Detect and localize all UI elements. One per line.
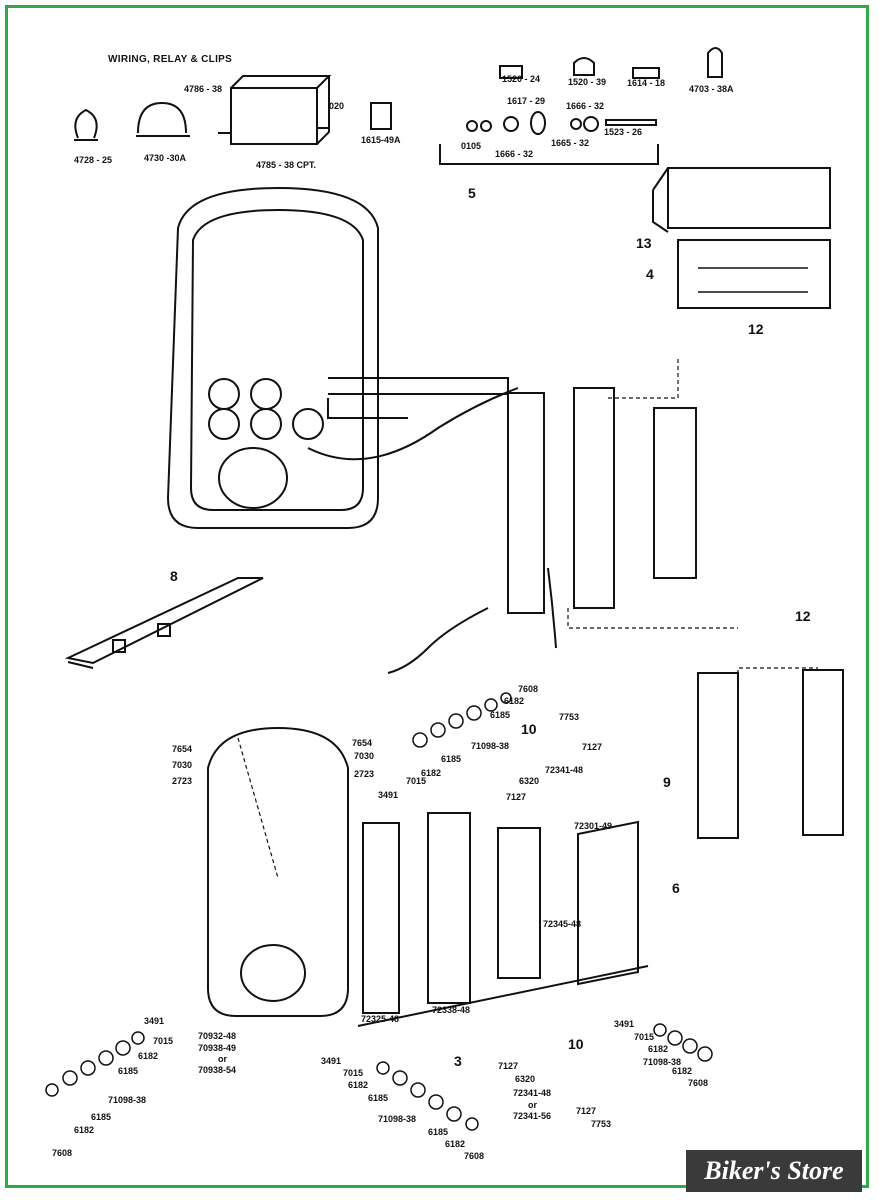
part-label: 6182 <box>421 768 442 778</box>
part-label: 1665 - 32 <box>551 138 590 148</box>
part-label: 7015 <box>634 1032 655 1042</box>
part-label: 1666 - 32 <box>495 149 534 159</box>
part-label: 6320 <box>515 1074 536 1084</box>
callout-number: 12 <box>795 608 811 624</box>
relay-icon <box>218 75 332 145</box>
part-label: 72345-48 <box>543 919 582 929</box>
callout-number: 5 <box>468 185 476 201</box>
part-label: 7654 <box>172 744 193 754</box>
part-label: 71098-38 <box>108 1095 147 1105</box>
part-label: 6182 <box>74 1125 95 1135</box>
part-label: 1617 - 29 <box>507 96 546 106</box>
part-label: 7608 <box>518 684 539 694</box>
brand-watermark: Biker's Store <box>686 1150 862 1192</box>
diagram-title: WIRING, RELAY & CLIPS <box>108 54 233 65</box>
part-label: 72338-48 <box>432 1005 471 1015</box>
part-label: 7030 <box>354 751 375 761</box>
part-label: 6185 <box>490 710 511 720</box>
part-label: 7127 <box>576 1106 597 1116</box>
part-label: 1615-49A <box>361 135 401 145</box>
lower-housing-icon <box>207 726 349 1017</box>
part-label: 1523 - 26 <box>604 127 643 137</box>
part-label: 70938-49 <box>198 1043 237 1053</box>
part-label: 6185 <box>118 1066 139 1076</box>
part-label: 7015 <box>153 1036 174 1046</box>
panel-housing-icon <box>166 186 379 529</box>
callout-number: 10 <box>521 721 537 737</box>
part-label: 72341-48 <box>545 765 584 775</box>
part-label: 4730 -30A <box>144 153 187 163</box>
callout-number: 6 <box>672 880 680 896</box>
exploded-parts-diagram <box>45 47 844 1131</box>
part-label: 6182 <box>445 1139 466 1149</box>
part-label: 3491 <box>378 790 399 800</box>
part-label: 72301-49 <box>574 821 613 831</box>
diagram-frame: WIRING, RELAY & CLIPS 4786 - 38 020 4785… <box>5 5 869 1188</box>
part-label: 4703 - 38A <box>689 84 734 94</box>
part-label: 2723 <box>354 769 375 779</box>
callout-number: 8 <box>170 568 178 584</box>
part-label: 7127 <box>506 792 527 802</box>
part-label: 1520 - 39 <box>568 77 607 87</box>
part-label: 1520 - 24 <box>502 74 541 84</box>
clip-4728-icon <box>74 108 98 141</box>
callout-number: 10 <box>568 1036 584 1052</box>
part-label: 7608 <box>52 1148 73 1158</box>
part-label: 4786 - 38 <box>184 84 223 94</box>
part-label: 6182 <box>138 1051 159 1061</box>
part-label: 020 <box>329 101 345 111</box>
part-label: 3491 <box>144 1016 165 1026</box>
part-label: 70932-48 <box>198 1031 237 1041</box>
part-label: 4728 - 25 <box>74 155 113 165</box>
part-label: 72341-56 <box>513 1111 552 1121</box>
grommet-1615-icon <box>370 102 392 130</box>
part-label: 7608 <box>464 1151 485 1161</box>
part-label: 3491 <box>614 1019 635 1029</box>
part-label: 7030 <box>172 760 193 770</box>
part-label: 6185 <box>441 754 462 764</box>
part-label: or <box>528 1100 537 1110</box>
part-label: 70938-54 <box>198 1065 237 1075</box>
part-label: 7654 <box>352 738 373 748</box>
part-label: 6185 <box>428 1127 449 1137</box>
part-label: or <box>218 1054 227 1064</box>
part-label: 6320 <box>519 776 540 786</box>
part-label: 72325-48 <box>361 1014 400 1024</box>
part-label: 7608 <box>688 1078 709 1088</box>
part-label: 7015 <box>343 1068 364 1078</box>
part-label: 6182 <box>504 696 525 706</box>
callout-number: 4 <box>646 266 654 282</box>
clip-4730-icon <box>136 101 190 137</box>
part-label: 3491 <box>321 1056 342 1066</box>
part-label: 7753 <box>559 712 580 722</box>
part-label: 6185 <box>368 1093 389 1103</box>
callout-number: 12 <box>748 321 764 337</box>
part-label: 6182 <box>648 1044 669 1054</box>
callout-number: 9 <box>663 774 671 790</box>
part-label: 6185 <box>91 1112 112 1122</box>
part-label: 71098-38 <box>643 1057 682 1067</box>
part-label: 71098-38 <box>471 741 510 751</box>
part-label: 2723 <box>172 776 193 786</box>
part-label: 7127 <box>582 742 603 752</box>
part-label: 7015 <box>406 776 427 786</box>
part-label: 4785 - 38 CPT. <box>256 160 317 170</box>
part-label: 6182 <box>672 1066 693 1076</box>
part-label: 71098-38 <box>378 1114 417 1124</box>
part-label: 1614 - 18 <box>627 78 666 88</box>
callout-number: 13 <box>636 235 652 251</box>
part-label: 7753 <box>591 1119 612 1129</box>
part-label: 6182 <box>348 1080 369 1090</box>
part-label: 72341-48 <box>513 1088 552 1098</box>
part-label: 1666 - 32 <box>566 101 605 111</box>
callout-number: 3 <box>454 1053 462 1069</box>
part-label: 7127 <box>498 1061 519 1071</box>
part-label: 0105 <box>461 141 482 151</box>
